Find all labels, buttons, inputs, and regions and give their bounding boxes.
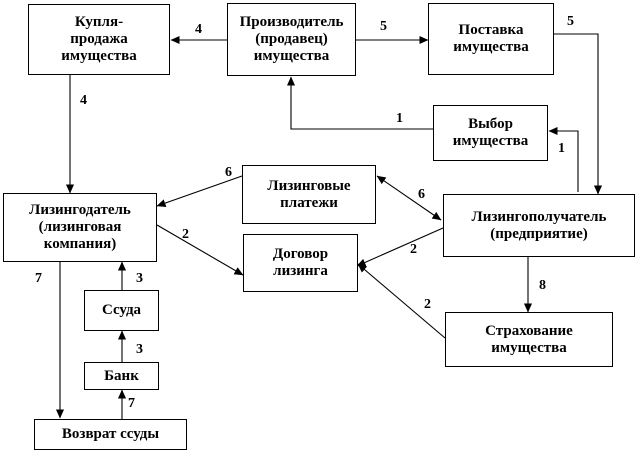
edge-vybor-to-proizvoditel — [286, 76, 433, 130]
edge-label-platezhi-to-lizingodatel: 6 — [225, 165, 232, 180]
edge-label-lizingopoluchatel-to-dogovor: 2 — [410, 242, 417, 257]
edge-label-lizingodatel-to-dogovor: 2 — [182, 227, 189, 242]
box-ssuda: Ссуда — [84, 290, 159, 331]
edge-label-strakhovanie-to-dogovor: 2 — [424, 297, 431, 312]
box-line: Лизинговые — [267, 177, 351, 194]
box-kuplya-prodazha: Купля- продажа имущества — [28, 4, 170, 75]
box-line: продажа — [70, 31, 128, 47]
edge-label-lizingopoluchatel-to-strakhovanie: 8 — [539, 278, 546, 293]
box-line: Возврат ссуды — [61, 426, 160, 442]
edge-label-proizvoditel-to-kuplya: 4 — [195, 22, 202, 37]
box-line: компания) — [43, 236, 117, 252]
edge-lizingodatel-to-dogovor — [156, 224, 244, 276]
edge-label-lizingopoluchatel-platezhi: 6 — [418, 187, 425, 202]
edge-label-proizvoditel-to-postavka: 5 — [380, 19, 387, 34]
edge-label-kuplya-to-lizingodatel: 4 — [80, 93, 87, 108]
box-line: Страхование — [485, 322, 573, 339]
edge-platezhi-to-lizingodatel — [156, 175, 243, 207]
box-vozvrat-ssudy: Возврат ссуды — [34, 419, 187, 450]
edge-label-lizingopoluchatel-to-vybor: 1 — [558, 141, 565, 156]
box-line: имущества — [253, 48, 330, 64]
box-line: Производитель — [239, 14, 344, 30]
box-line: имущества — [491, 339, 567, 356]
box-line: Договор — [272, 246, 329, 262]
box-postavka: Поставка имущества — [428, 3, 554, 75]
edge-label-vybor-to-proizvoditel: 1 — [396, 111, 403, 126]
edge-label-bank-to-ssuda: 3 — [136, 342, 143, 357]
edge-lizingopoluchatel-to-vybor — [548, 126, 579, 192]
box-lizingodatel: Лизингодатель (лизинговая компания) — [3, 193, 157, 262]
box-line: (лизинговая — [38, 219, 122, 235]
box-line: платежи — [280, 194, 338, 211]
box-line: имущества — [61, 48, 137, 64]
box-line: имущества — [452, 133, 529, 149]
box-line: Выбор — [468, 116, 513, 132]
box-line: Поставка — [458, 22, 524, 38]
box-line: Банк — [104, 367, 139, 384]
box-lizingopoluchatel: Лизингополучатель (предприятие) — [443, 194, 635, 257]
box-line: Лизингополучатель — [471, 208, 607, 225]
edge-lizingopoluchatel-to-dogovor — [356, 227, 444, 267]
edge-label-postavka-to-lizingopoluchatel: 5 — [567, 14, 574, 29]
box-line: (продавец) — [255, 31, 328, 47]
box-strakhovanie: Страхование имущества — [445, 312, 613, 367]
edge-label-vozvrat-to-bank: 7 — [128, 396, 135, 411]
edge-label-ssuda-to-lizingodatel: 3 — [136, 271, 143, 286]
box-dogovor-lizinga: Договор лизинга — [243, 234, 358, 292]
box-bank: Банк — [84, 362, 159, 390]
box-proizvoditel: Производитель (продавец) имущества — [227, 3, 356, 76]
edge-strakhovanie-to-dogovor — [357, 263, 446, 339]
box-line: имущества — [453, 39, 529, 55]
box-lizingovye-platezhi: Лизинговые платежи — [242, 165, 376, 224]
edge-postavka-to-lizingopoluchatel — [554, 33, 603, 195]
box-line: Лизингодатель — [29, 202, 131, 218]
edge-label-lizingodatel-to-vozvrat: 7 — [35, 271, 42, 286]
edge-lizingopoluchatel-platezhi — [376, 175, 442, 221]
box-line: лизинга — [273, 263, 328, 279]
box-line: (предприятие) — [490, 225, 588, 242]
box-vybor: Выбор имущества — [433, 105, 548, 161]
box-line: Купля- — [74, 14, 124, 30]
box-line: Ссуда — [101, 302, 142, 318]
